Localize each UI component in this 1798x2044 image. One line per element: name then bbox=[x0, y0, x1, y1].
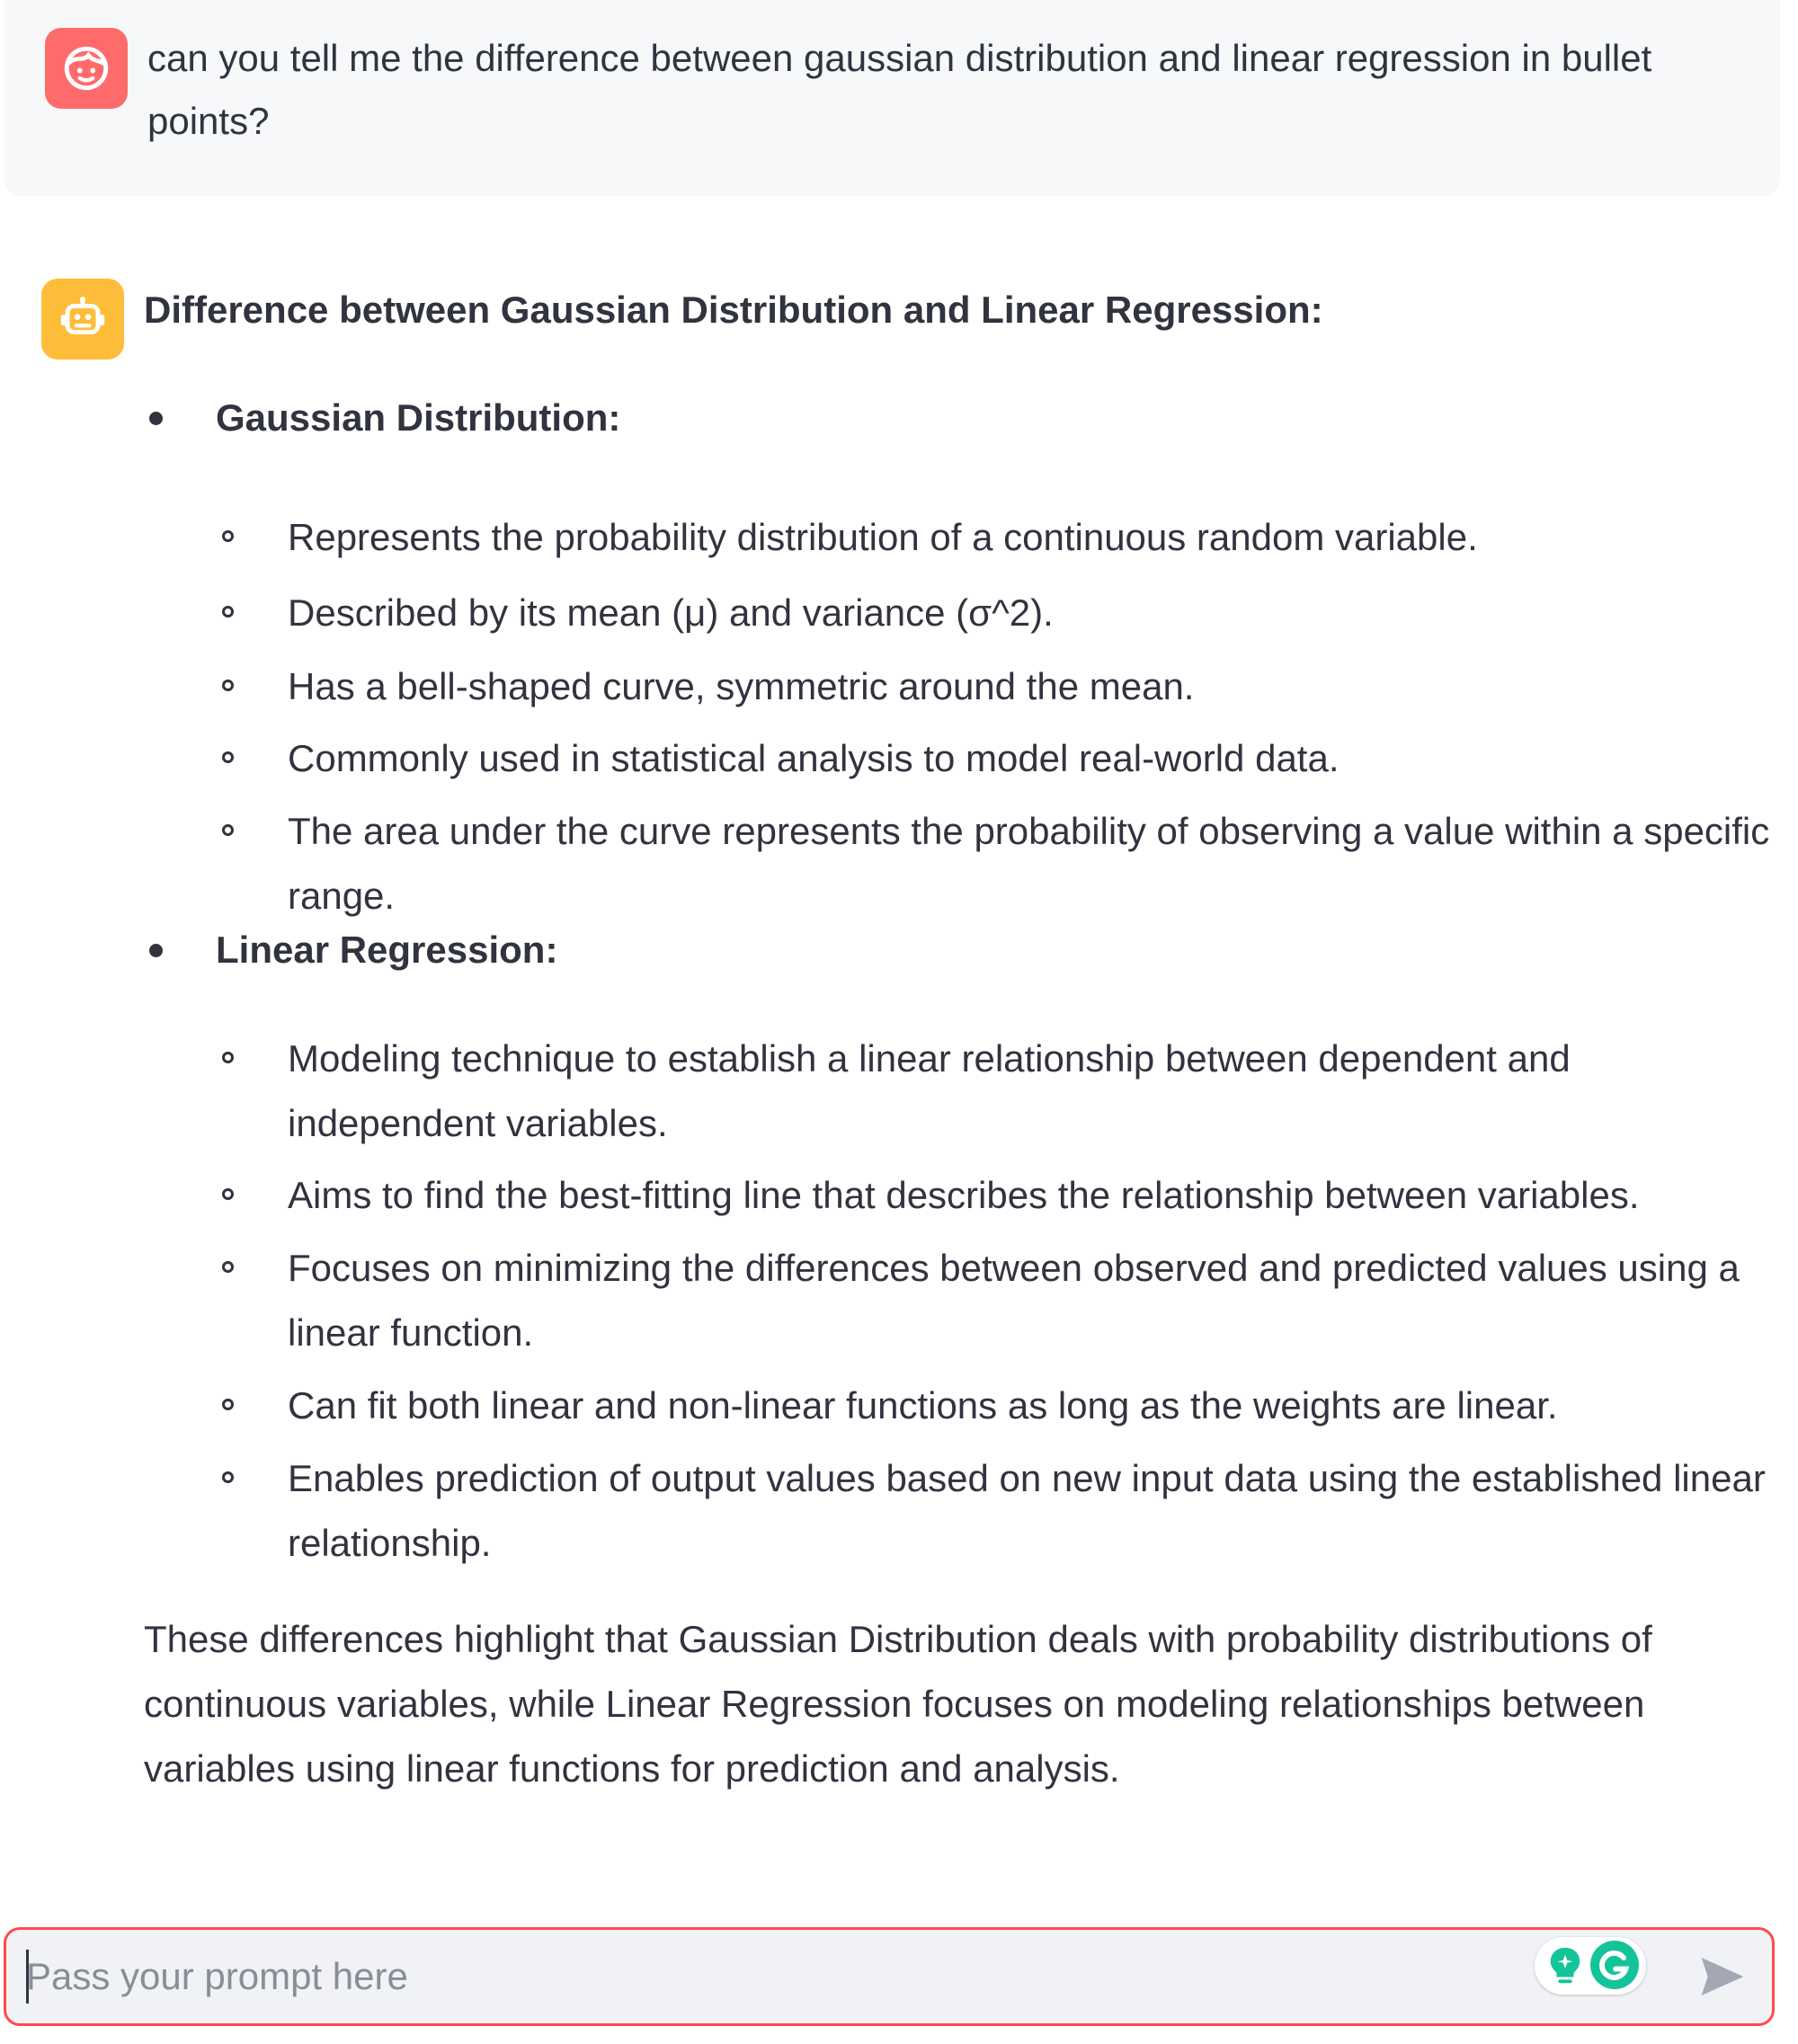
section-heading-gaussian: Gaussian Distribution: bbox=[148, 387, 620, 449]
assistant-title: Difference between Gaussian Distribution… bbox=[144, 289, 1323, 331]
user-avatar bbox=[45, 28, 128, 109]
text-caret bbox=[26, 1950, 29, 2004]
user-message-text: can you tell me the difference between g… bbox=[147, 37, 1652, 142]
user-message-container: can you tell me the difference between g… bbox=[4, 0, 1780, 196]
send-button[interactable] bbox=[1695, 1948, 1750, 2005]
list-item: Aims to find the best-fitting line that … bbox=[222, 1163, 1780, 1228]
list-item: Described by its mean (μ) and variance (… bbox=[222, 581, 1780, 645]
list-item: Represents the probability distribution … bbox=[222, 505, 1780, 570]
send-arrow-icon bbox=[1701, 1958, 1744, 1995]
grammarly-icon[interactable] bbox=[1590, 1941, 1639, 1989]
list-item: Can fit both linear and non-linear funct… bbox=[222, 1373, 1780, 1438]
list-item: Enables prediction of output values base… bbox=[222, 1446, 1780, 1576]
list-item: Focuses on minimizing the differences be… bbox=[222, 1236, 1780, 1365]
list-item: The area under the curve represents the … bbox=[222, 799, 1780, 929]
assistant-summary: These differences highlight that Gaussia… bbox=[144, 1618, 1652, 1790]
robot-icon bbox=[60, 297, 105, 334]
lightbulb-icon[interactable] bbox=[1547, 1946, 1583, 1987]
user-face-icon bbox=[64, 46, 109, 91]
assistant-avatar bbox=[41, 279, 124, 360]
prompt-input[interactable] bbox=[26, 1944, 1518, 2009]
extension-icons bbox=[1535, 1937, 1646, 1995]
list-item: Has a bell-shaped curve, symmetric aroun… bbox=[222, 654, 1780, 719]
list-item: Commonly used in statistical analysis to… bbox=[222, 726, 1780, 791]
list-item: Modeling technique to establish a linear… bbox=[222, 1026, 1780, 1156]
chat-input-container bbox=[4, 1927, 1775, 2026]
section-heading-linear-regression: Linear Regression: bbox=[148, 919, 557, 982]
